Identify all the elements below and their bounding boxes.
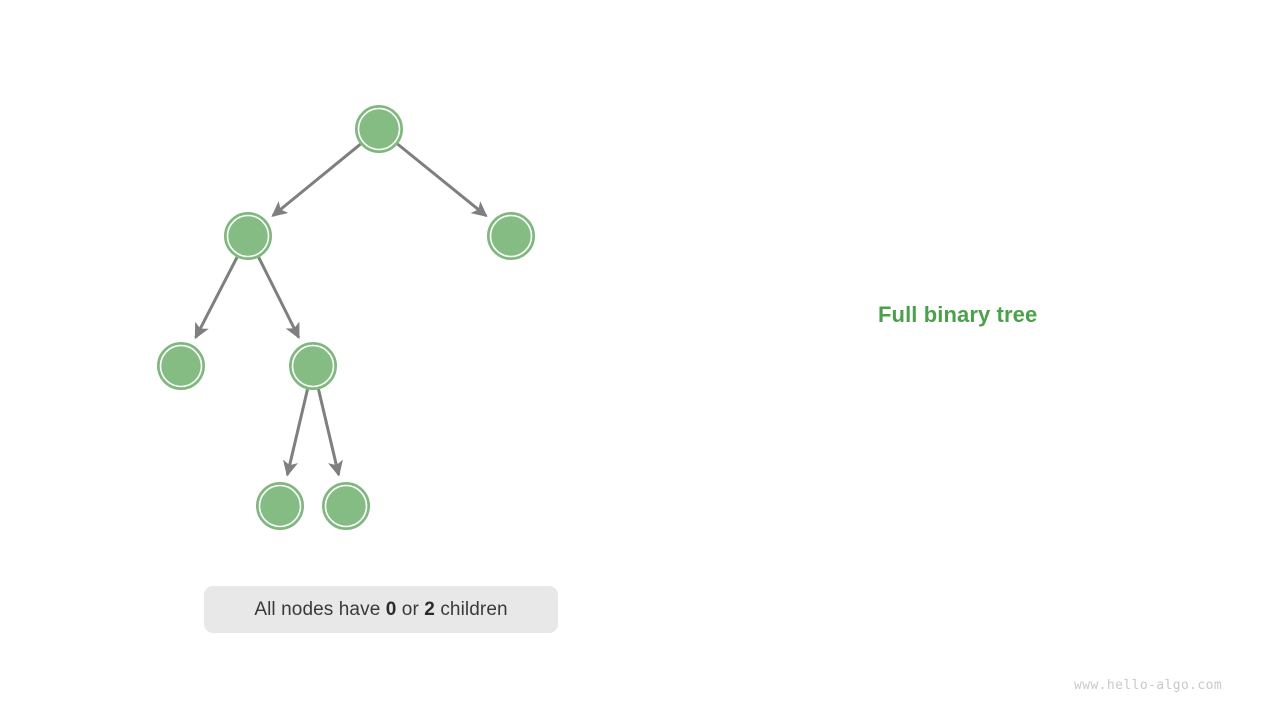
caption-middle: or xyxy=(396,598,425,620)
edge-level2right-to-level3-left xyxy=(283,389,309,477)
caption-prefix: All nodes have xyxy=(254,598,386,620)
level1-right-node xyxy=(487,212,535,260)
level1-left-node xyxy=(224,212,272,260)
level2-right-node xyxy=(289,342,337,390)
node-fill xyxy=(162,347,200,385)
level3-left-leaf xyxy=(256,482,304,530)
diagram-title: Full binary tree xyxy=(878,302,1038,327)
level3-right-leaf xyxy=(322,482,370,530)
node-fill xyxy=(294,347,332,385)
node-fill xyxy=(360,110,398,148)
edge-level1left-to-level2-right xyxy=(257,256,301,339)
node-inner-ring xyxy=(159,344,203,388)
node-inner-ring xyxy=(489,214,533,258)
edge-root-to-level1-right xyxy=(396,142,488,218)
node-layer xyxy=(157,105,535,530)
root-node xyxy=(355,105,403,153)
caption-box: All nodes have 0 or 2 children xyxy=(204,586,558,633)
level2-left-leaf xyxy=(157,342,205,390)
edge-level1left-to-level2-left xyxy=(194,256,239,340)
node-fill xyxy=(492,217,530,255)
edge-root-to-level1-left xyxy=(271,143,362,217)
caption-suffix: children xyxy=(434,598,508,620)
caption-count-zero: 0 xyxy=(385,598,397,620)
edge-level2right-to-level3-right xyxy=(317,389,343,477)
watermark: www.hello-algo.com xyxy=(1074,678,1223,693)
node-fill xyxy=(261,487,299,525)
caption-text: All nodes have 0 or 2 children xyxy=(254,599,507,621)
node-inner-ring xyxy=(291,344,335,388)
node-inner-ring xyxy=(357,107,401,151)
caption-count-two: 2 xyxy=(424,598,435,620)
node-fill xyxy=(327,487,365,525)
edge-layer xyxy=(194,142,488,477)
node-inner-ring xyxy=(258,484,302,528)
node-fill xyxy=(229,217,267,255)
node-inner-ring xyxy=(226,214,270,258)
node-inner-ring xyxy=(324,484,368,528)
